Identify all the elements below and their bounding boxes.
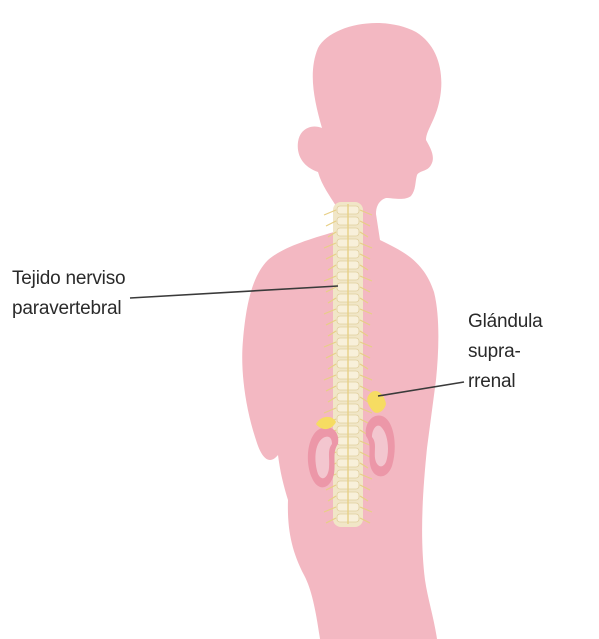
label-adrenal: Glándula supra- rrenal xyxy=(468,307,593,397)
label-paravertebral: Tejido nerviso paravertebral xyxy=(12,264,162,324)
label-adrenal-line1: Glándula supra- xyxy=(468,307,593,367)
label-paravertebral-line2: paravertebral xyxy=(12,294,162,324)
label-paravertebral-line1: Tejido nerviso xyxy=(12,264,162,294)
label-adrenal-line2: rrenal xyxy=(468,367,593,397)
